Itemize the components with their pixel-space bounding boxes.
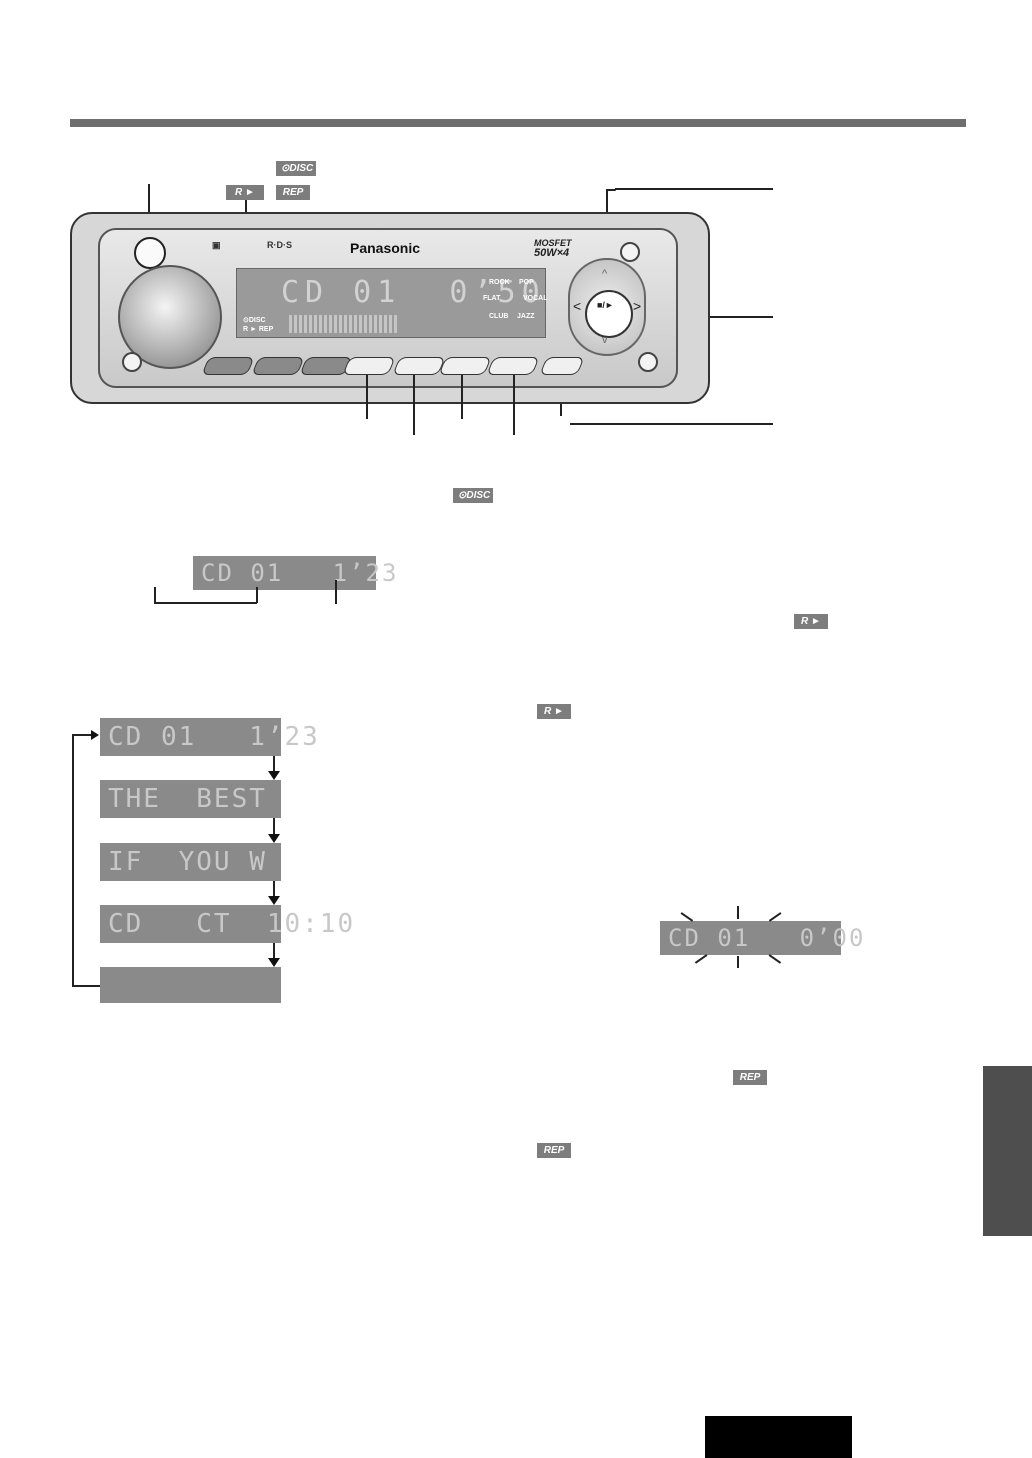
flow-arrow-1 (268, 771, 280, 780)
disc-tag: ⊙DISC (276, 161, 316, 176)
repeat-tag-3: REP (537, 1143, 571, 1158)
bracket-bottom (154, 602, 257, 604)
disc-logo-icon: ▣ (212, 240, 221, 250)
blink-ray-tl (680, 912, 694, 922)
flow-line-2 (273, 818, 275, 834)
brand-logo: Panasonic (350, 240, 421, 256)
blink-ray-tr (768, 912, 782, 922)
preset-button-1[interactable] (201, 357, 255, 375)
rds-logo: R·D·S (267, 240, 293, 250)
flow-line-1 (273, 756, 275, 772)
blink-ray-bottom (737, 956, 739, 968)
eject-button[interactable] (620, 242, 640, 262)
chevron-left-icon[interactable]: < (573, 298, 582, 314)
flow-arrow-3 (268, 896, 280, 905)
callout-line-dpad-h (615, 188, 773, 190)
open-button[interactable] (638, 352, 658, 372)
release-button[interactable] (122, 352, 142, 372)
loop-line-left (72, 734, 74, 986)
callout-preset-6 (461, 375, 463, 419)
format-logos: ▣ R·D·S (212, 240, 292, 251)
play-pause-icon: ■/► (597, 300, 614, 310)
blink-display: CD 01 0’00 (660, 921, 863, 955)
lcd-mode-labels: R ► REP (243, 326, 274, 333)
random-tag-3: R ► (537, 704, 571, 719)
bracket-left (154, 587, 156, 602)
play-pause-button[interactable] (585, 290, 633, 338)
callout-preset-4 (366, 375, 368, 419)
flow-arrow-2 (268, 834, 280, 843)
chevron-right-icon[interactable]: > (633, 298, 642, 314)
cycle-display-2: THE BEST (100, 780, 281, 818)
loop-line-top (72, 734, 92, 736)
repeat-tag: REP (276, 185, 310, 200)
repeat-tag-2: REP (733, 1070, 767, 1085)
cycle-display-1: CD 01 1’23 (100, 718, 318, 756)
cycle-display-3: IF YOU W (100, 843, 281, 881)
unit-display: CD 01 0’50 ⊙DISC R ► REP ROCK POP FLAT V… (236, 268, 548, 338)
chevron-down-icon[interactable]: v (602, 334, 608, 346)
loop-arrow (91, 730, 99, 740)
flow-arrow-4 (268, 958, 280, 967)
unit-display-text: CD 01 0’50 (281, 275, 546, 310)
blink-ray-top (737, 906, 739, 919)
eq-pop: POP (519, 279, 534, 286)
cycle-display-5 (100, 967, 281, 1003)
section-side-tab (983, 1066, 1032, 1236)
preset-button-7[interactable] (486, 357, 540, 375)
eq-flat: FLAT (483, 295, 501, 302)
volume-knob[interactable] (118, 265, 222, 369)
loop-line-bottom (72, 985, 100, 987)
eq-jazz: JAZZ (517, 313, 535, 320)
preset-button-2[interactable] (251, 357, 305, 375)
flow-line-4 (273, 943, 275, 959)
preset-button-6[interactable] (438, 357, 492, 375)
flow-line-3 (273, 881, 275, 897)
blink-ray-br (768, 954, 782, 964)
blink-ray-bl (694, 954, 708, 964)
eq-vocal: VOCAL (523, 295, 548, 302)
callout-preset-5 (413, 375, 415, 435)
callout-preset-7 (513, 375, 515, 435)
page-number-box (705, 1416, 852, 1458)
disc-tag-2: ⊙DISC (453, 488, 493, 503)
callout-line-bottom-right (570, 423, 773, 425)
bracket-right (256, 587, 258, 603)
eq-club: CLUB (489, 313, 509, 320)
random-tag: R ► (226, 185, 264, 200)
time-callout (335, 580, 337, 604)
callout-curve (606, 189, 616, 191)
example-display: CD 01 1’23 (193, 556, 396, 590)
lcd-disc-label: ⊙DISC (243, 317, 266, 324)
preset-button-5[interactable] (392, 357, 446, 375)
chevron-up-icon[interactable]: ^ (602, 268, 608, 280)
power-button[interactable] (134, 237, 166, 269)
preset-button-4[interactable] (342, 357, 396, 375)
header-rule (70, 119, 966, 127)
cycle-display-4: CD CT 10:10 (100, 905, 353, 943)
spectrum-analyzer (289, 315, 399, 333)
mosfet-badge: MOSFET 50W×4 (534, 238, 572, 259)
random-tag-2: R ► (794, 614, 828, 629)
eq-rock: ROCK (489, 279, 510, 286)
